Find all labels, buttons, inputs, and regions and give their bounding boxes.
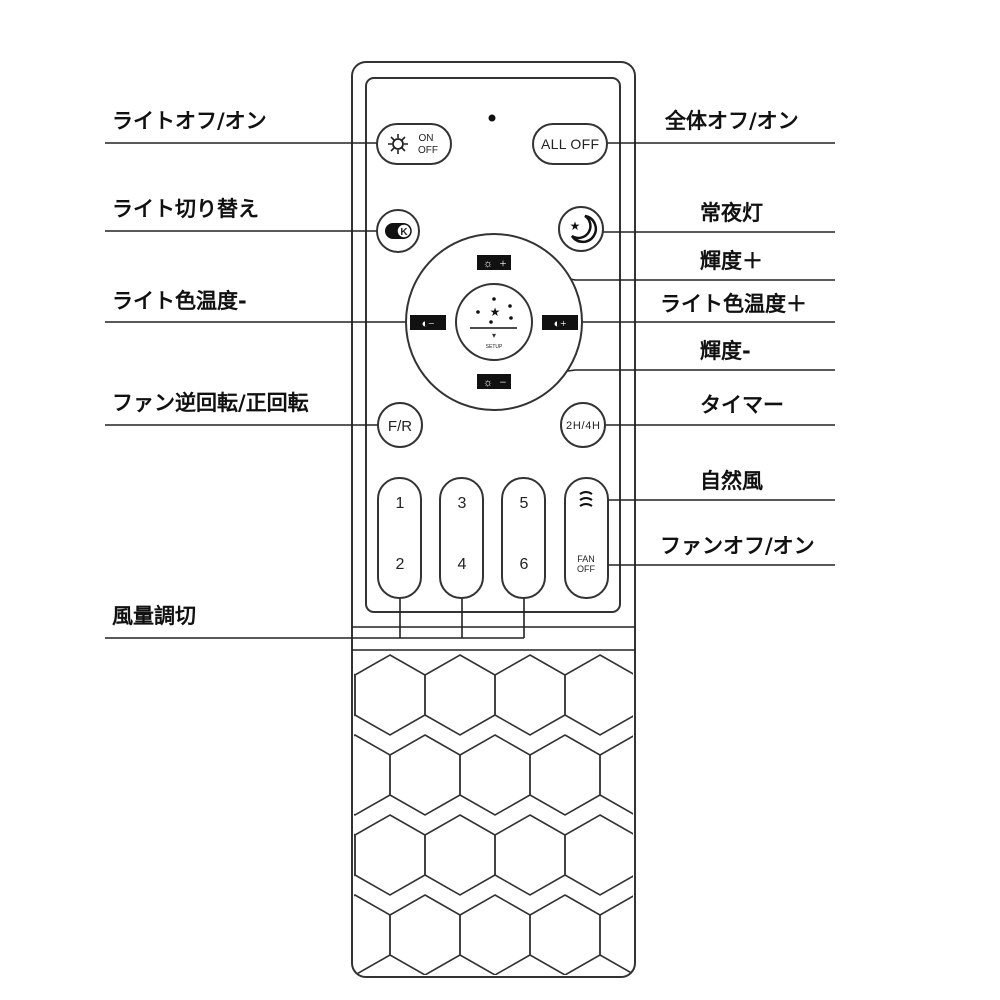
sun-icon: ☼ — [483, 377, 493, 389]
label-light-switch: ライト切り替え — [112, 197, 259, 221]
brightness-down-button[interactable]: ☼ − — [477, 374, 511, 389]
ir-led — [488, 114, 496, 122]
color-temp-down-button[interactable]: ◐− — [410, 315, 446, 330]
timer-button[interactable]: 2H/4H — [560, 402, 606, 448]
svg-text:★: ★ — [490, 305, 501, 319]
fan-reverse-button[interactable]: F/R — [377, 402, 423, 448]
svg-text:3: 3 — [458, 495, 467, 512]
hex-cell — [354, 814, 356, 896]
svg-text:2H/4H: 2H/4H — [566, 420, 600, 432]
svg-text:5: 5 — [520, 495, 529, 512]
label-brightness-up: 輝度＋ — [700, 249, 763, 273]
hex-pattern — [354, 654, 740, 975]
color-temp-minus-icon: ◐− — [422, 318, 435, 330]
leader-lines-left — [105, 142, 525, 639]
all-off-button[interactable]: ALL OFF — [532, 123, 608, 165]
label-fan-onoff: ファンオフ/オン — [660, 534, 815, 558]
stars-icon: ★ — [476, 297, 513, 324]
hex-cell — [670, 895, 740, 975]
brightness-up-button[interactable]: ☼ + — [477, 255, 511, 270]
hex-cell — [354, 654, 356, 736]
hex-cell — [670, 735, 740, 815]
moon-icon — [570, 214, 598, 243]
hex-cell — [599, 894, 633, 975]
hex-cell — [635, 815, 705, 895]
svg-text:1: 1 — [396, 495, 405, 512]
hex-cell — [599, 734, 633, 816]
color-temp-plus-icon: ◐+ — [554, 318, 567, 330]
svg-text:K: K — [400, 227, 408, 238]
label-color-temp-up: ライト色温度＋ — [660, 292, 807, 316]
label-all-off: 全体オフ/オン — [664, 109, 799, 133]
wifi-icon: ▾ — [492, 331, 496, 340]
svg-text:ON: ON — [419, 133, 434, 144]
star-icon: ★ — [570, 219, 581, 233]
color-temp-up-button[interactable]: ◐+ — [542, 315, 578, 330]
svg-text:FAN: FAN — [577, 554, 595, 564]
svg-text:2: 2 — [396, 556, 405, 573]
setup-button[interactable]: ★ ▾ SETUP — [455, 283, 533, 361]
speed-1-2-button[interactable]: 1 2 — [377, 477, 422, 599]
sun-icon — [388, 134, 408, 154]
label-natural-wind: 自然風 — [700, 469, 763, 493]
light-onoff-button[interactable]: ON OFF — [376, 123, 452, 165]
speed-3-4-button[interactable]: 3 4 — [439, 477, 484, 599]
label-fan-reverse: ファン逆回転/正回転 — [112, 391, 309, 415]
svg-text:6: 6 — [520, 556, 529, 573]
label-timer: タイマー — [700, 393, 784, 417]
svg-text:OFF: OFF — [418, 145, 438, 156]
minus-icon: − — [500, 375, 507, 389]
svg-text:F/R: F/R — [388, 418, 412, 435]
label-light-onoff: ライトオフ/オン — [112, 109, 267, 133]
night-light-button[interactable]: ★ — [558, 206, 604, 252]
svg-text:OFF: OFF — [577, 564, 595, 574]
label-night-light: 常夜灯 — [700, 201, 763, 225]
label-color-temp-down: ライト色温度- — [112, 289, 247, 313]
svg-text:4: 4 — [458, 556, 467, 573]
hex-cell — [564, 654, 633, 736]
fan-button[interactable]: FAN OFF — [564, 477, 609, 599]
speed-5-6-button[interactable]: 5 6 — [501, 477, 546, 599]
hex-cell — [564, 814, 633, 896]
svg-text:ALL OFF: ALL OFF — [541, 136, 599, 152]
plus-icon: + — [500, 256, 507, 270]
wind-icon — [579, 491, 593, 507]
label-brightness-down: 輝度- — [700, 339, 751, 363]
hex-cell — [635, 655, 705, 735]
svg-text:SETUP: SETUP — [486, 344, 503, 350]
label-fan-speed: 風量調切 — [112, 604, 196, 628]
sun-icon: ☼ — [483, 258, 493, 270]
light-switch-button[interactable]: K — [376, 209, 420, 253]
